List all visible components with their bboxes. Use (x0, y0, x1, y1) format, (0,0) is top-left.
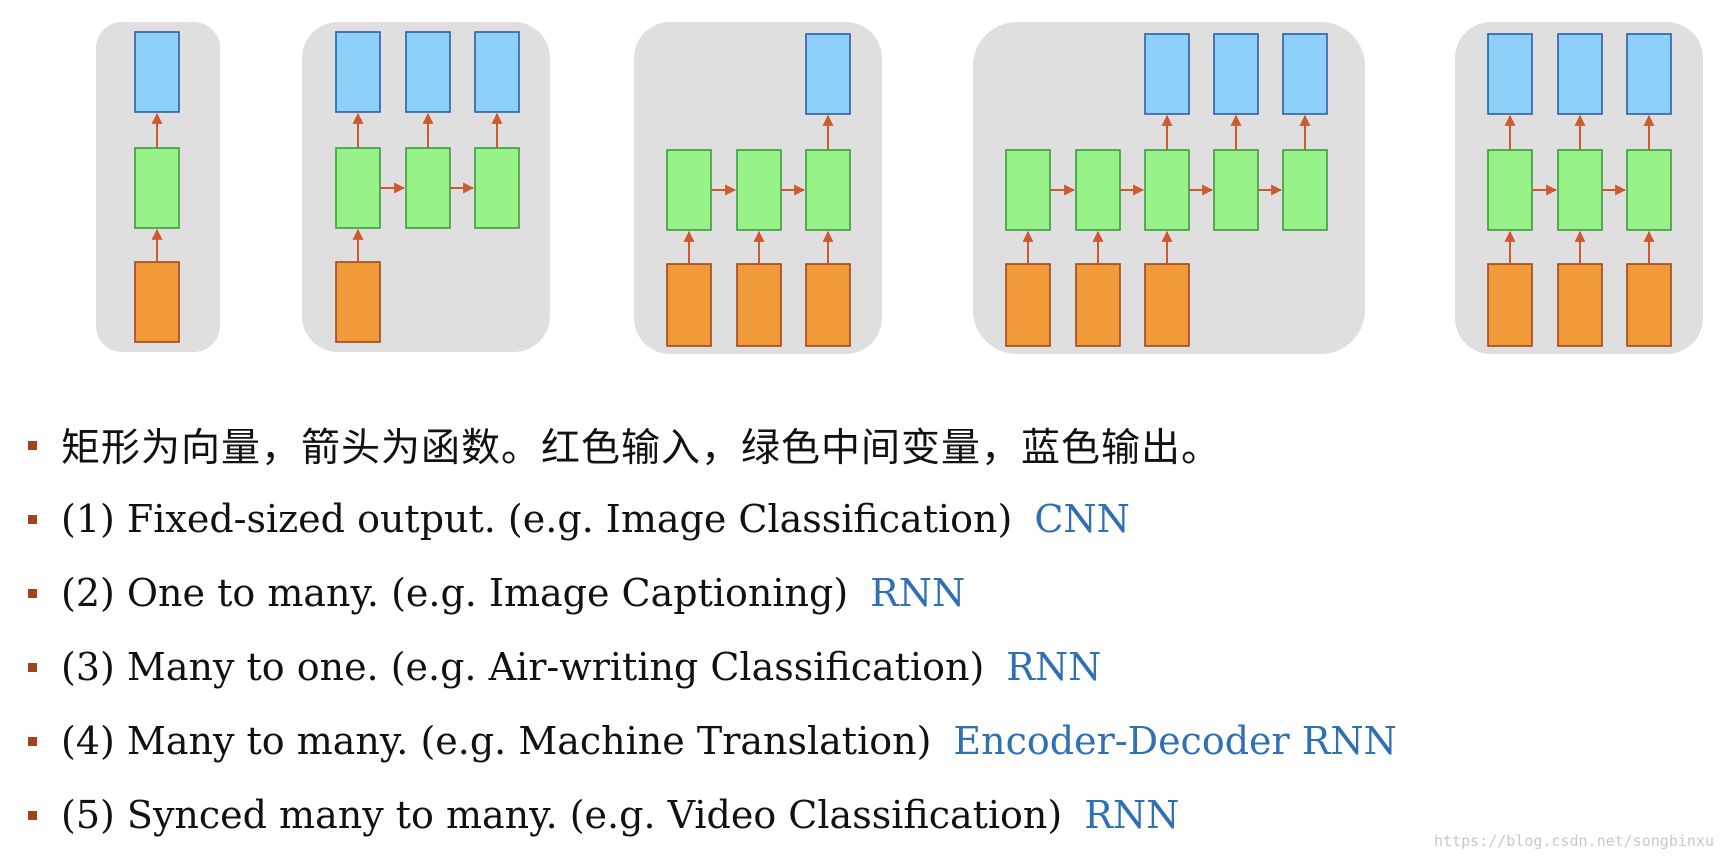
hidden-vector (1626, 149, 1672, 231)
output-vector (1282, 33, 1328, 115)
bullet-text: (5) Synced many to many. (e.g. Video Cla… (61, 793, 1063, 837)
watermark: https://blog.csdn.net/songbinxu (1434, 832, 1714, 850)
bullet-marker (28, 662, 37, 672)
input-vector (805, 263, 851, 347)
model-tag: RNN (870, 571, 966, 615)
input-vector (736, 263, 782, 347)
bullet-text: 矩形为向量，箭头为函数。红色输入，绿色中间变量，蓝色输出。 (61, 426, 1222, 471)
input-vector (1487, 263, 1533, 347)
model-tag: RNN (1084, 793, 1180, 837)
input-vector (134, 261, 180, 343)
panel-many-to-one (634, 22, 882, 354)
output-vector (1487, 33, 1533, 115)
input-vector (1075, 263, 1121, 347)
output-vector (1557, 33, 1603, 115)
bullet-marker (28, 514, 37, 524)
output-vector (405, 31, 451, 113)
hidden-vector (1075, 149, 1121, 231)
panel-synced-many-to-many (1455, 22, 1703, 354)
hidden-vector (1557, 149, 1603, 231)
output-vector (335, 31, 381, 113)
input-vector (1005, 263, 1051, 347)
bullet-item-3: (3) Many to one. (e.g. Air-writing Class… (28, 637, 1101, 697)
bullet-marker (28, 736, 37, 746)
bullet-text: (2) One to many. (e.g. Image Captioning) (61, 571, 849, 615)
hidden-vector (134, 147, 180, 229)
output-vector (1213, 33, 1259, 115)
hidden-vector (1144, 149, 1190, 231)
bullet-item-2: (2) One to many. (e.g. Image Captioning)… (28, 563, 965, 623)
hidden-vector (805, 149, 851, 231)
hidden-vector (666, 149, 712, 231)
output-vector (1626, 33, 1672, 115)
bullet-item-5: (5) Synced many to many. (e.g. Video Cla… (28, 785, 1179, 845)
output-vector (474, 31, 520, 113)
output-vector (1144, 33, 1190, 115)
hidden-vector (736, 149, 782, 231)
input-vector (1144, 263, 1190, 347)
input-vector (1557, 263, 1603, 347)
bullet-item-1: (1) Fixed-sized output. (e.g. Image Clas… (28, 489, 1130, 549)
bullet-item-4: (4) Many to many. (e.g. Machine Translat… (28, 711, 1397, 771)
model-tag: RNN (1006, 645, 1102, 689)
panel-one-to-many (302, 22, 550, 352)
bullet-text: (3) Many to one. (e.g. Air-writing Class… (61, 645, 985, 689)
hidden-vector (1487, 149, 1533, 231)
bullet-marker (28, 440, 37, 450)
input-vector (1626, 263, 1672, 347)
hidden-vector (335, 147, 381, 229)
model-tag: Encoder-Decoder RNN (953, 719, 1397, 763)
panel-many-to-many (973, 22, 1365, 354)
input-vector (335, 261, 381, 343)
bullet-marker (28, 588, 37, 598)
bullet-text: (4) Many to many. (e.g. Machine Translat… (61, 719, 932, 763)
bullet-legend: 矩形为向量，箭头为函数。红色输入，绿色中间变量，蓝色输出。 (28, 415, 1221, 475)
bullet-marker (28, 810, 37, 820)
bullet-text: (1) Fixed-sized output. (e.g. Image Clas… (61, 497, 1013, 541)
output-vector (805, 33, 851, 115)
output-vector (134, 31, 180, 113)
model-tag: CNN (1034, 497, 1130, 541)
rnn-architectures-diagram (96, 22, 1703, 354)
input-vector (666, 263, 712, 347)
panel-one-to-one (96, 22, 220, 352)
hidden-vector (1282, 149, 1328, 231)
hidden-vector (1005, 149, 1051, 231)
hidden-vector (1213, 149, 1259, 231)
hidden-vector (405, 147, 451, 229)
hidden-vector (474, 147, 520, 229)
